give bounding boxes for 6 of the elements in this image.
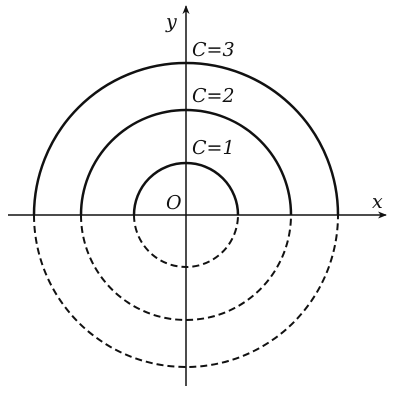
curve-label: C=1	[192, 138, 235, 158]
curve-label: C=2	[192, 86, 235, 106]
curve-label: C=3	[192, 40, 235, 60]
origin-label: O	[166, 193, 182, 213]
axis-label: x	[372, 192, 383, 212]
axis-label: y	[166, 12, 177, 32]
